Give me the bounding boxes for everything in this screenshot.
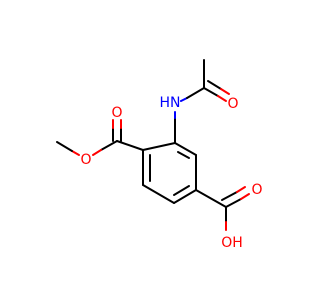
ester-oxygen-label: O — [80, 152, 91, 168]
nh-label: HN — [160, 95, 181, 111]
ester-c-o-bond — [100, 140, 118, 151]
ring-bond — [173, 189, 197, 204]
acid-hydroxyl-label: OH — [221, 235, 243, 251]
ester-carbonyl-oxygen-label: O — [111, 105, 122, 121]
ring-double-bond — [177, 151, 190, 159]
ring-ester-bond — [116, 140, 144, 151]
amide-carbonyl-bond — [203, 87, 219, 97]
ester-c-o-bond — [92, 149, 102, 156]
ring-double-bond — [173, 185, 190, 196]
n-c-bond — [186, 87, 205, 99]
ring-acid-bond — [195, 189, 227, 208]
methyl-ester-group: O O — [56, 105, 144, 168]
acid-carbonyl-bond — [225, 198, 242, 208]
ring-bond — [142, 142, 176, 151]
acid-carbonyl-bond — [236, 186, 246, 193]
acetamido-group: HN O — [160, 59, 239, 144]
structure-canvas: HN O O O O OH — [56, 59, 263, 251]
n-c-bond — [180, 97, 188, 102]
molecule-structure: HN O O O O OH — [56, 59, 263, 251]
carboxylic-acid-group: O OH — [195, 182, 263, 251]
o-methyl-bond — [56, 141, 73, 152]
benzene-ring — [142, 142, 197, 204]
ring-bond — [174, 142, 197, 156]
amide-carbonyl-bond — [217, 95, 227, 102]
ring-bond — [142, 184, 175, 204]
amide-carbonyl-bond — [207, 80, 222, 90]
acid-carbonyl-bond — [240, 193, 250, 200]
o-methyl-bond — [71, 150, 80, 156]
amide-carbonyl-bond — [220, 88, 230, 95]
amide-oxygen-label: O — [227, 96, 238, 112]
acid-carbonyl-oxygen-label: O — [251, 182, 262, 198]
acid-carbonyl-bond — [221, 191, 238, 201]
